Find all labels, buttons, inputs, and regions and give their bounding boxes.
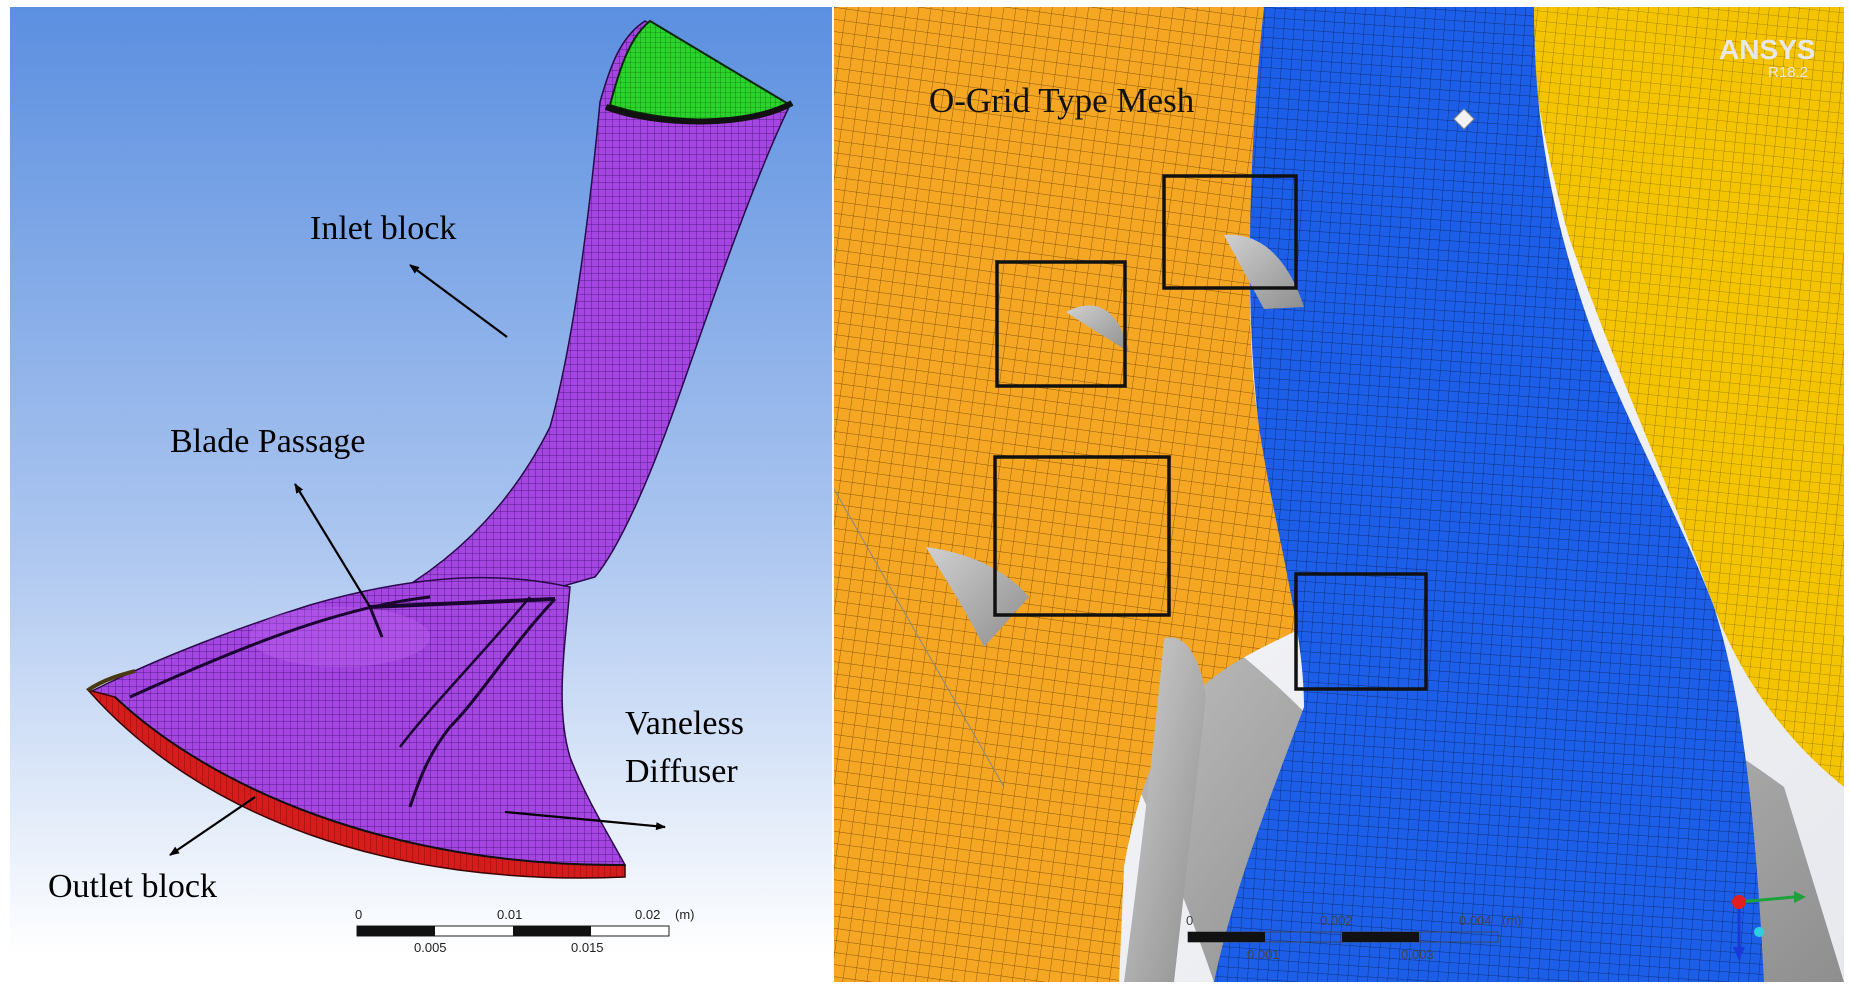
axis-triad-icon: [1732, 891, 1806, 961]
scale-tick-0: 0: [355, 907, 362, 922]
label-inlet-block: Inlet block: [310, 210, 456, 247]
arrow-vaneless: [504, 810, 666, 831]
scale-tick-4: 0.015: [571, 940, 604, 955]
ansys-logo: ANSYS: [1719, 34, 1815, 65]
label-vaneless: Vaneless: [625, 705, 744, 742]
left-mesh-svg: Inlet block Blade Passage Vaneless Diffu…: [10, 7, 832, 955]
right-mesh-view: O-Grid Type Mesh ANSYS R18.2 0 0.002 0.0…: [834, 7, 1844, 982]
arrow-inlet: [409, 264, 508, 338]
inlet-tube: [369, 20, 791, 608]
callout-box-2: [995, 260, 1127, 388]
label-outlet-block: Outlet block: [48, 868, 217, 905]
arrow-blade-passage: [294, 483, 371, 608]
scale-tick-1: 0.01: [497, 907, 522, 922]
callout-box-3: [993, 455, 1171, 617]
label-blade-passage: Blade Passage: [170, 423, 365, 460]
scale-tick-0: 0: [1186, 913, 1193, 928]
diamond-marker: [1453, 108, 1475, 130]
scale-bar-right: 0 0.002 0.004 (m) 0.001 0.003: [1186, 913, 1522, 962]
callout-box-1: [1162, 174, 1298, 290]
arrow-outlet: [169, 796, 256, 856]
label-diffuser: Diffuser: [625, 753, 738, 790]
ansys-version: R18.2: [1768, 64, 1808, 81]
left-mesh-view: Inlet block Blade Passage Vaneless Diffu…: [10, 7, 832, 955]
orange-mesh-region: [834, 7, 1304, 982]
scale-unit: (m): [1502, 913, 1522, 928]
scale-bar-left: 0 0.01 0.02 (m) 0.005 0.015: [355, 907, 695, 955]
scale-tick-2: 0.02: [635, 907, 660, 922]
scale-tick-4: 0.003: [1401, 947, 1434, 962]
yellow-mesh-region: [1524, 7, 1844, 787]
callout-box-4: [1294, 572, 1428, 691]
scale-unit: (m): [675, 907, 695, 922]
right-mesh-svg: O-Grid Type Mesh ANSYS R18.2 0 0.002 0.0…: [834, 7, 1844, 982]
blue-mesh-region: [1214, 7, 1764, 982]
scale-tick-2: 0.004: [1459, 913, 1492, 928]
scale-tick-1: 0.002: [1320, 913, 1353, 928]
title-o-grid: O-Grid Type Mesh: [929, 81, 1195, 120]
scale-tick-3: 0.001: [1247, 947, 1280, 962]
scale-tick-3: 0.005: [414, 940, 447, 955]
